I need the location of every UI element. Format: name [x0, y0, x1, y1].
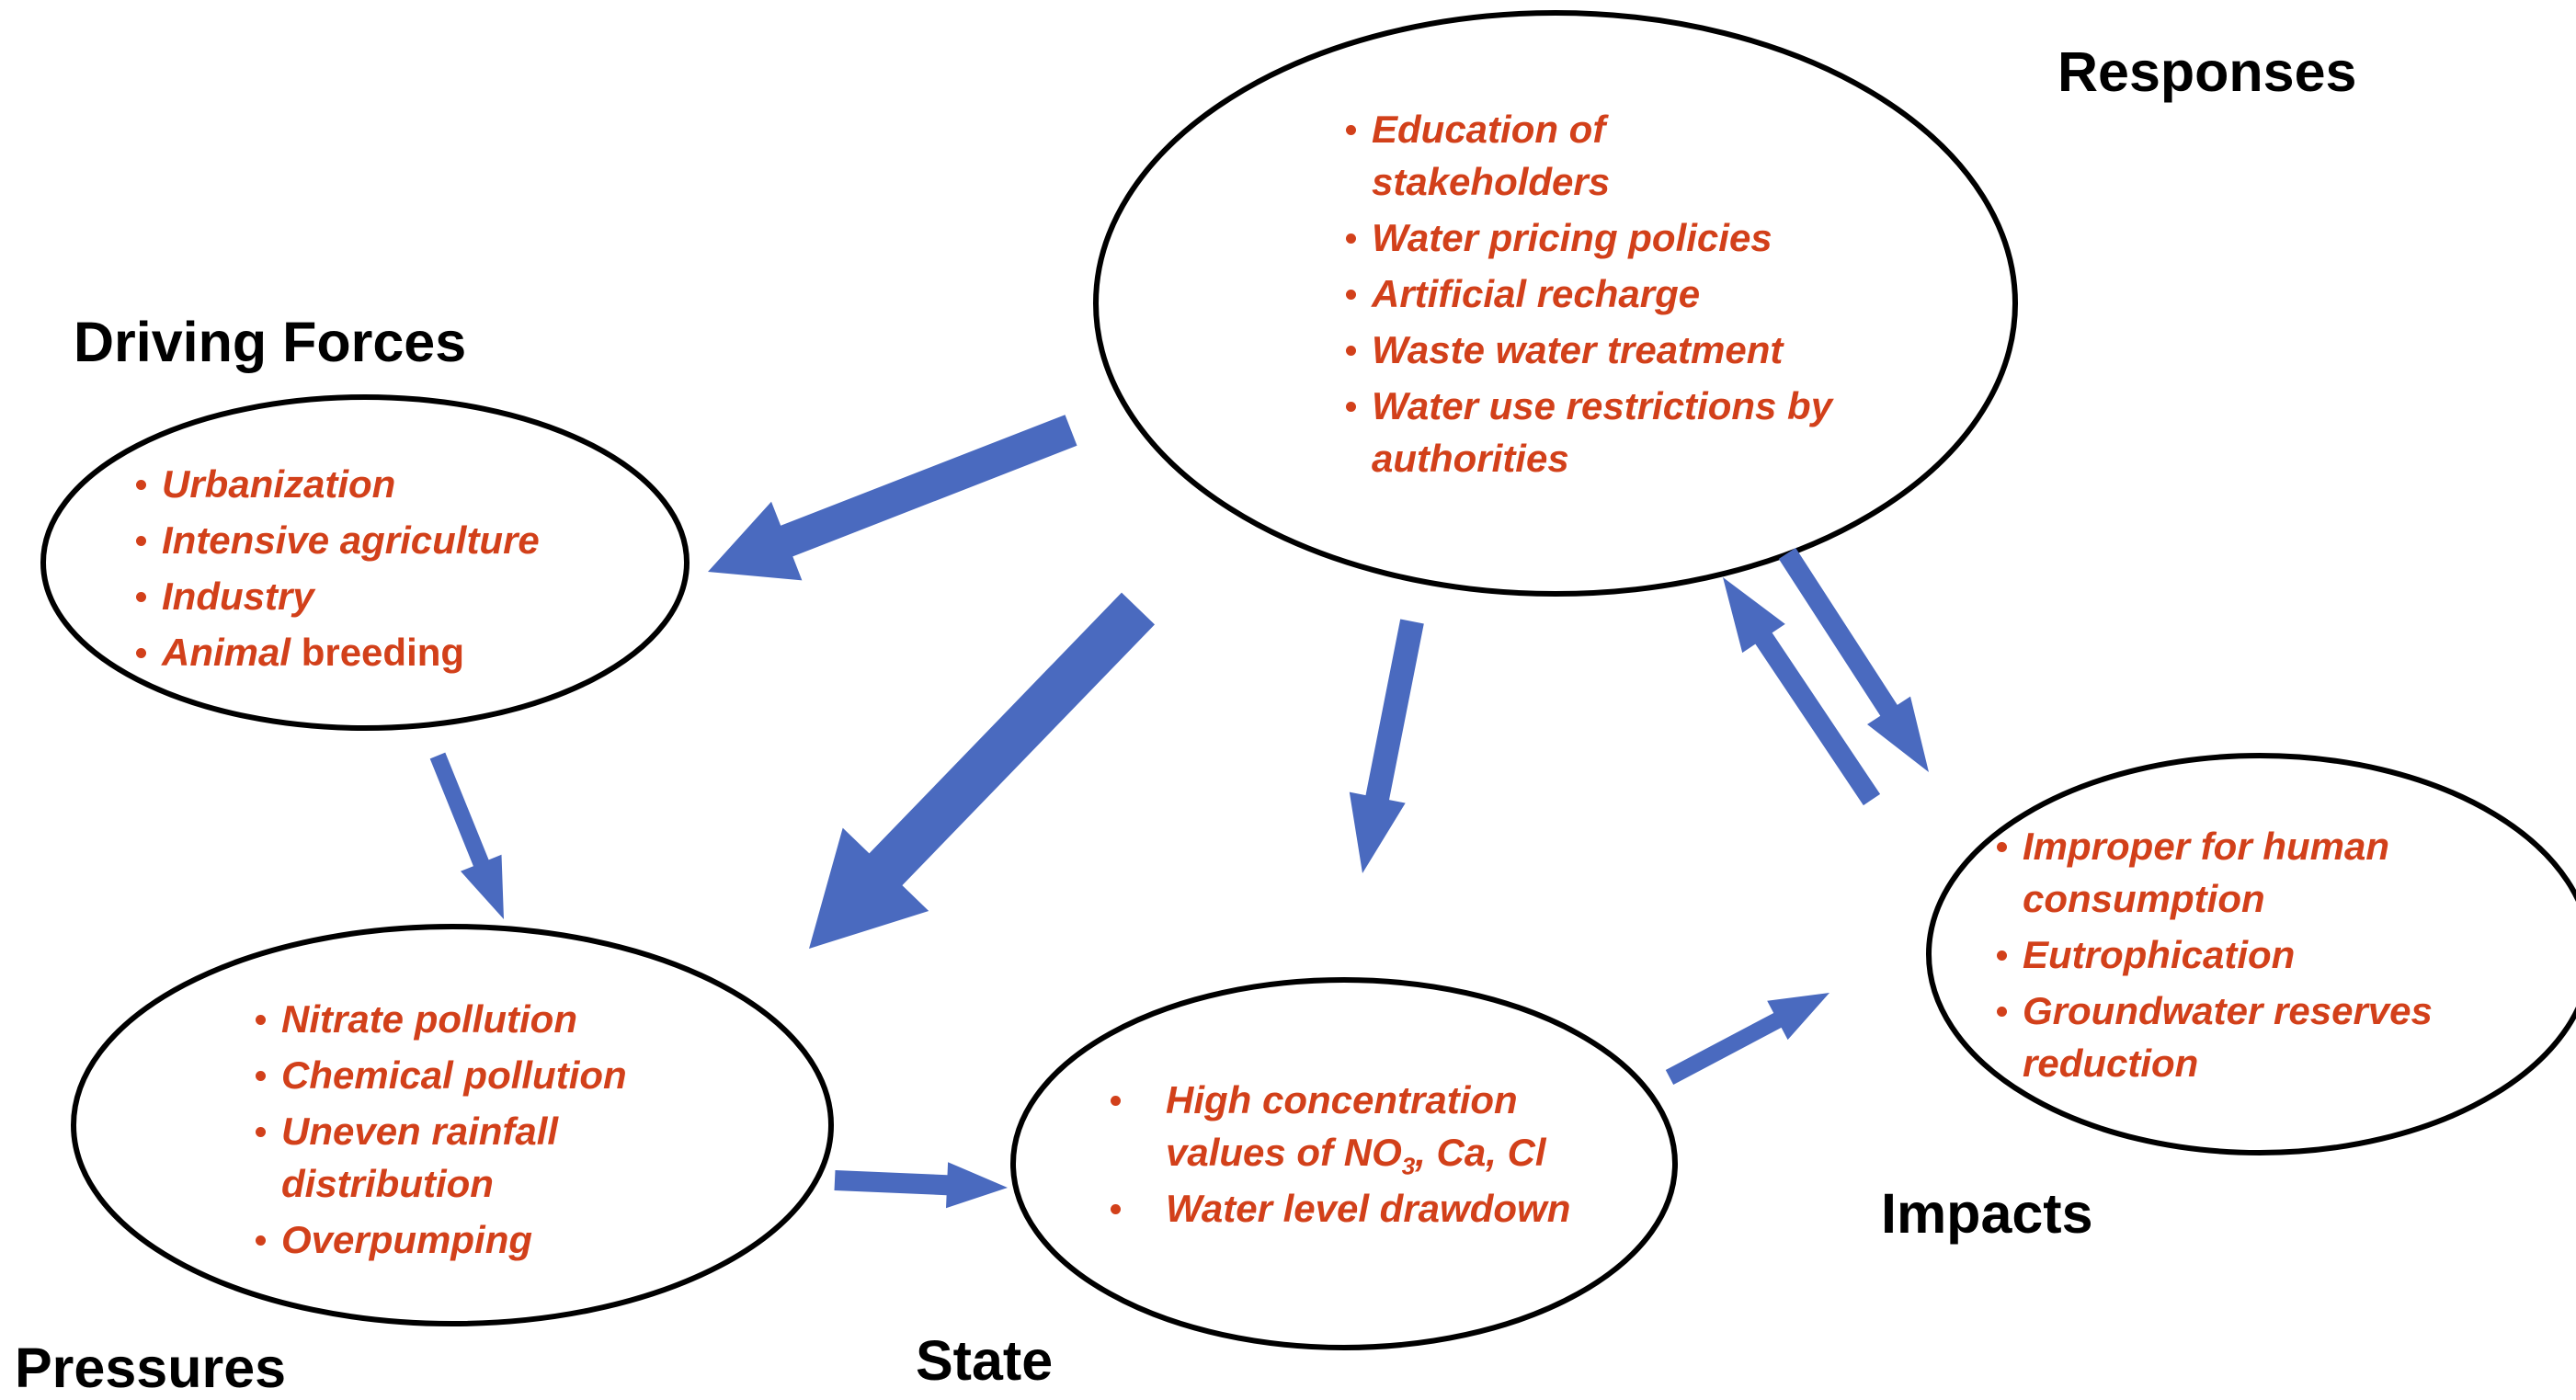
list-item: Water use restrictions by authorities: [1344, 380, 2006, 484]
list-item: Industry: [134, 570, 649, 622]
list-item: Groundwater reserves reduction: [1995, 985, 2547, 1089]
list-item: Artificial recharge: [1344, 267, 2006, 320]
arrow-state-to-impacts: [1665, 993, 1829, 1085]
arrow-responses-to-impacts: [1778, 548, 1929, 772]
list-item: Improper for human consumption: [1995, 820, 2547, 925]
responses-heading: Responses: [2057, 40, 2357, 103]
impacts-heading: Impacts: [1881, 1182, 2093, 1245]
list-item: Water level drawdown: [1105, 1182, 1657, 1235]
list-item: Education of stakeholders: [1344, 103, 2006, 208]
responses-list: Education of stakeholders Water pricing …: [1344, 103, 2006, 488]
list-item: Urbanization: [134, 458, 649, 510]
list-item: Waste water treatment: [1344, 324, 2006, 376]
state-list: High concentration values of NO3, Ca, Cl…: [1105, 1074, 1657, 1238]
list-item: Nitrate pollution: [254, 993, 769, 1045]
pressures-heading: Pressures: [15, 1337, 287, 1399]
responses-ellipse: [1093, 10, 2018, 597]
arrow-driving-forces-to-pressures: [429, 752, 504, 919]
driving-forces-ellipse: [40, 394, 690, 731]
list-item: Intensive agriculture: [134, 514, 649, 566]
list-item: High concentration values of NO3, Ca, Cl: [1105, 1074, 1657, 1178]
list-item: Overpumping: [254, 1213, 769, 1266]
driving-forces-list: Urbanization Intensive agriculture Indus…: [134, 458, 649, 682]
impacts-ellipse: [1926, 753, 2576, 1155]
list-item: Water pricing policies: [1344, 211, 2006, 264]
arrow-responses-to-pressures: [809, 592, 1155, 949]
pressures-ellipse: [71, 924, 834, 1326]
list-item: Chemical pollution: [254, 1049, 769, 1101]
driving-forces-heading: Driving Forces: [74, 311, 467, 373]
arrow-responses-to-driving-forces: [708, 415, 1077, 581]
list-item: Animal breeding: [134, 626, 649, 678]
state-heading: State: [916, 1329, 1054, 1392]
state-ellipse: [1010, 977, 1678, 1350]
arrow-impacts-to-responses: [1723, 577, 1881, 806]
arrow-responses-to-state: [1349, 619, 1424, 873]
arrow-pressures-to-state: [834, 1162, 1008, 1209]
list-item: Eutrophication: [1995, 928, 2547, 981]
impacts-list: Improper for human consumption Eutrophic…: [1995, 820, 2547, 1093]
pressures-list: Nitrate pollution Chemical pollution Une…: [254, 993, 769, 1269]
list-item: Uneven rainfall distribution: [254, 1105, 769, 1210]
